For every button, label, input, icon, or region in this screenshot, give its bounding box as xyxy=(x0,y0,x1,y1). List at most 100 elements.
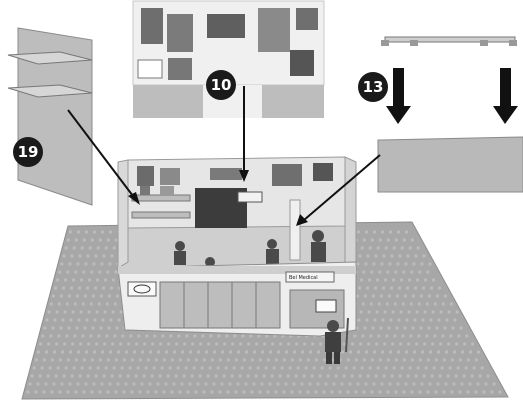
baseplate-stud xyxy=(260,382,263,385)
baseplate-stud xyxy=(455,342,458,345)
baseplate-stud xyxy=(361,366,364,369)
baseplate-stud xyxy=(75,238,78,241)
baseplate-stud xyxy=(135,374,138,377)
baseplate-stud xyxy=(221,350,224,353)
baseplate-stud xyxy=(54,286,57,289)
baseplate-stud xyxy=(395,238,398,241)
baseplate-stud xyxy=(79,342,82,345)
baseplate-stud xyxy=(193,366,196,369)
baseplate-stud xyxy=(396,382,399,385)
baseplate-stud xyxy=(92,382,95,385)
baseplate-stud xyxy=(306,390,309,393)
poster xyxy=(272,164,302,186)
baseplate-stud xyxy=(465,334,468,337)
baseplate-stud xyxy=(295,374,298,377)
baseplate-stud xyxy=(80,278,83,281)
baseplate-stud xyxy=(416,278,419,281)
baseplate-stud xyxy=(161,334,164,337)
baseplate-stud xyxy=(380,294,383,297)
baseplate-stud xyxy=(207,374,210,377)
baseplate-stud xyxy=(378,390,381,393)
baseplate-stud xyxy=(79,374,82,377)
baseplate-stud xyxy=(277,350,280,353)
baseplate-stud xyxy=(82,390,85,393)
baseplate-stud xyxy=(81,246,84,249)
baseplate-stud xyxy=(81,366,84,369)
baseplate-stud xyxy=(365,318,368,321)
baseplate-stud xyxy=(111,342,114,345)
baseplate-stud xyxy=(453,318,456,321)
baseplate-stud xyxy=(450,390,453,393)
baseplate-stud xyxy=(207,342,210,345)
baseplate-stud xyxy=(442,390,445,393)
baseplate-stud xyxy=(78,286,81,289)
baseplate-stud xyxy=(259,358,262,361)
baseplate-stud xyxy=(456,310,459,313)
poster xyxy=(313,163,333,181)
baseplate-stud xyxy=(377,366,380,369)
baseplate-stud xyxy=(373,230,376,233)
baseplate-stud xyxy=(382,254,385,257)
baseplate-stud xyxy=(420,382,423,385)
baseplate-stud xyxy=(90,270,93,273)
baseplate-stud xyxy=(178,390,181,393)
baseplate-stud xyxy=(188,382,191,385)
baseplate-stud xyxy=(449,366,452,369)
baseplate-stud xyxy=(85,350,88,353)
baseplate-stud xyxy=(383,342,386,345)
baseplate-stud xyxy=(257,366,260,369)
baseplate-stud xyxy=(425,366,428,369)
baseplate-stud xyxy=(91,326,94,329)
baseplate-stud xyxy=(60,262,63,265)
baseplate-stud xyxy=(366,254,369,257)
baseplate-stud xyxy=(169,366,172,369)
baseplate-stud xyxy=(245,350,248,353)
baseplate-stud xyxy=(387,326,390,329)
baseplate-stud xyxy=(305,366,308,369)
baseplate-stud xyxy=(39,374,42,377)
baseplate-stud xyxy=(357,350,360,353)
baseplate-stud xyxy=(356,382,359,385)
baseplate-stud xyxy=(225,366,228,369)
baseplate-stud xyxy=(447,374,450,377)
baseplate-stud xyxy=(63,374,66,377)
baseplate-stud xyxy=(423,342,426,345)
baseplate-stud xyxy=(45,318,48,321)
baseplate-stud xyxy=(78,254,81,257)
baseplate-stud xyxy=(463,374,466,377)
baseplate-stud xyxy=(177,334,180,337)
poster xyxy=(138,60,162,78)
down-arrow-left xyxy=(386,68,411,124)
baseplate-stud xyxy=(368,310,371,313)
baseplate-stud xyxy=(193,334,196,337)
baseplate-stud xyxy=(252,382,255,385)
baseplate-stud xyxy=(376,278,379,281)
baseplate-stud xyxy=(69,230,72,233)
baseplate-stud xyxy=(97,246,100,249)
baseplate-stud xyxy=(399,374,402,377)
baseplate-stud xyxy=(392,310,395,313)
baseplate-stud xyxy=(375,342,378,345)
baseplate-stud xyxy=(218,390,221,393)
baseplate-stud xyxy=(51,358,54,361)
baseplate-stud xyxy=(267,358,270,361)
baseplate-stud xyxy=(279,342,282,345)
baseplate-stud xyxy=(303,342,306,345)
baseplate-stud xyxy=(432,278,435,281)
baseplate-stud xyxy=(290,390,293,393)
baseplate-stud xyxy=(56,310,59,313)
baseplate-stud xyxy=(392,278,395,281)
baseplate-stud xyxy=(133,350,136,353)
step-number-13: 13 xyxy=(363,78,384,96)
baseplate-stud xyxy=(307,358,310,361)
baseplate-stud xyxy=(220,382,223,385)
baseplate-stud xyxy=(86,254,89,257)
baseplate-stud xyxy=(116,382,119,385)
baseplate-stud xyxy=(179,358,182,361)
baseplate-stud xyxy=(56,278,59,281)
baseplate-stud xyxy=(357,230,360,233)
baseplate-stud xyxy=(407,374,410,377)
baseplate-stud xyxy=(106,270,109,273)
baseplate-stud xyxy=(91,358,94,361)
baseplate-stud xyxy=(101,350,104,353)
